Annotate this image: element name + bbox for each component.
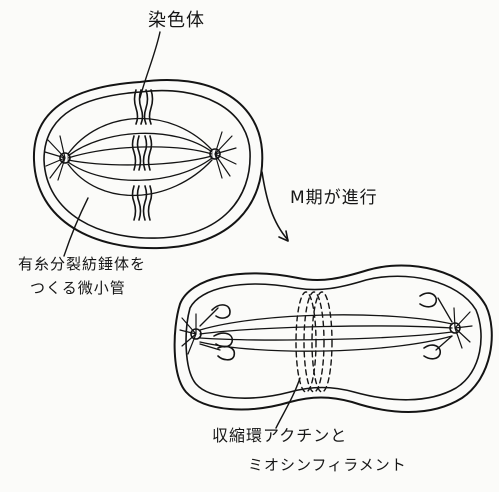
chromosome-leader-line xyxy=(139,31,161,99)
anaphase-spindle-fibers xyxy=(199,297,453,352)
metaphase-chromosomes xyxy=(131,89,154,221)
spindle-microtubule-label-line1: 有糸分裂紡錘体を xyxy=(18,255,147,273)
chromosome-label: 染色体 xyxy=(148,10,205,31)
left-spindle-pole xyxy=(44,135,71,181)
chromosome-middle xyxy=(131,135,153,171)
microtubule-leader-line xyxy=(63,197,89,257)
contractile-ring-label-line1: 収縮環アクチンと xyxy=(212,426,348,445)
contractile-ring xyxy=(295,291,333,393)
left-anaphase-pole xyxy=(179,313,202,355)
anaphase-chromosomes-right xyxy=(419,292,442,360)
m-phase-label: M期が進行 xyxy=(290,188,378,208)
contractile-ring-label-line2: ミオシンフィラメント xyxy=(248,456,407,474)
right-spindle-pole xyxy=(209,131,237,179)
anaphase-chromosomes-left xyxy=(211,304,236,361)
progression-arrow xyxy=(261,171,289,242)
spindle-microtubule-label-line2: つくる微小管 xyxy=(30,279,126,297)
metaphase-cell xyxy=(32,31,264,257)
metaphase-cell-inner-membrane xyxy=(43,89,251,239)
chromosome-bottom xyxy=(131,185,153,221)
dividing-cell-inner-membrane xyxy=(185,275,482,401)
chromosome-top xyxy=(133,89,154,125)
metaphase-cell-outer-membrane xyxy=(32,78,264,250)
dividing-cell-outer-membrane xyxy=(173,264,493,413)
contractile-ring-leader-line xyxy=(275,377,301,429)
right-anaphase-pole xyxy=(449,307,473,349)
spindle-microtubules xyxy=(67,117,213,197)
dividing-cell xyxy=(173,264,493,429)
